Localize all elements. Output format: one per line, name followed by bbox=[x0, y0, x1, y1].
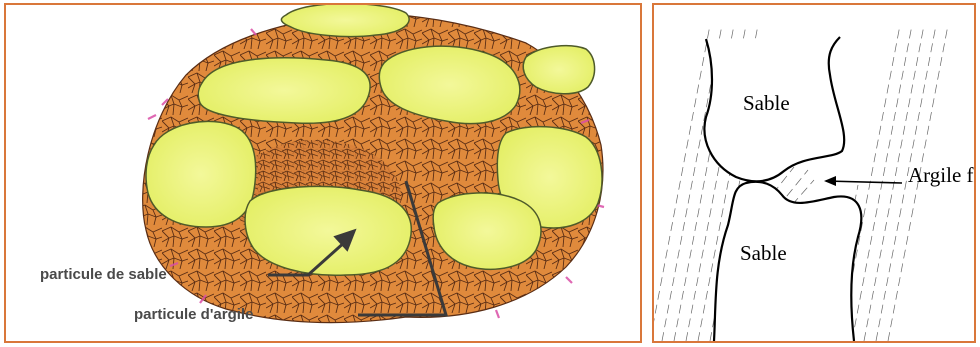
clay-arrow bbox=[826, 181, 902, 183]
sand-clay-matrix-figure: particule de sable particule d'argile bbox=[4, 3, 642, 343]
flocculated-clay-label: Argile floculée bbox=[908, 163, 976, 188]
flocculated-clay-bridge-figure: Sable Sable Argile floculée bbox=[652, 3, 976, 343]
sand-particle-label: particule de sable bbox=[40, 266, 167, 283]
clay-arrowhead bbox=[824, 176, 836, 186]
sand-particle-left bbox=[146, 121, 256, 227]
sand-top-label: Sable bbox=[743, 91, 790, 116]
sand-clay-illustration bbox=[6, 5, 640, 341]
lower-sand-grain bbox=[714, 182, 861, 341]
sand-particle-bottom-left bbox=[245, 186, 411, 275]
sand-particle-upper-left bbox=[198, 58, 370, 123]
sand-bottom-label: Sable bbox=[740, 241, 787, 266]
clay-particle-label: particule d'argile bbox=[134, 306, 253, 323]
